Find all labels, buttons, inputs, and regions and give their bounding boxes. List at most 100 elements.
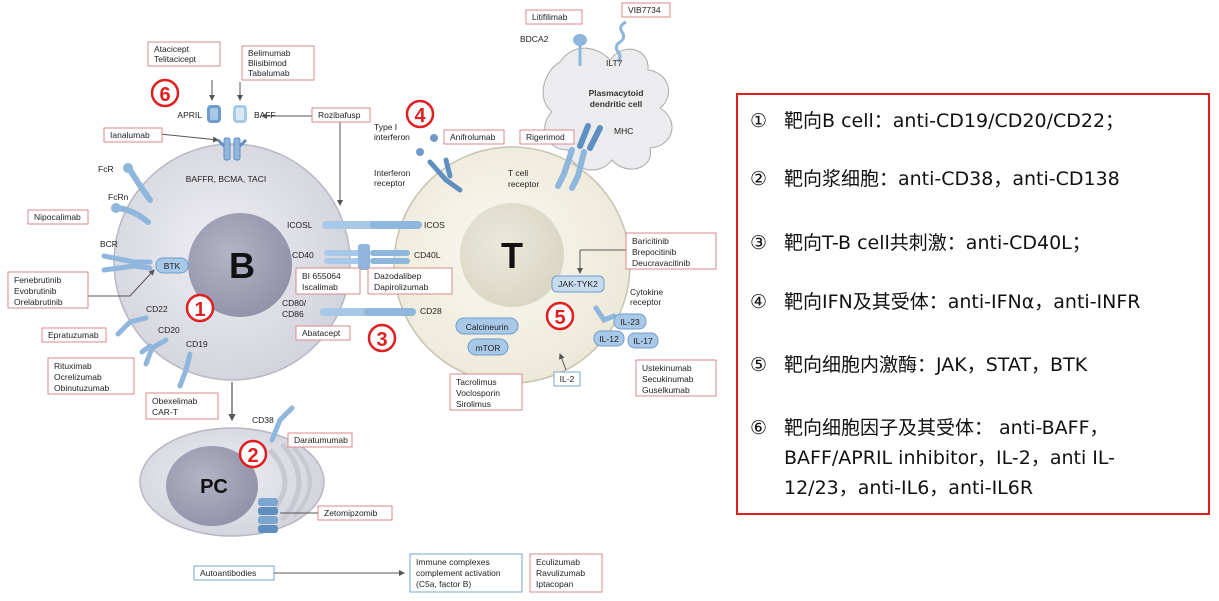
drug-zetomipzomib: Zetomipzomib bbox=[324, 508, 378, 518]
cd38-label: CD38 bbox=[252, 415, 274, 425]
drug-box-atacicept: Atacicept Telitacicept bbox=[147, 41, 221, 67]
legend-num: ⑥ bbox=[750, 417, 768, 439]
er-fold-2 bbox=[280, 442, 302, 522]
legend-num: ① bbox=[750, 110, 768, 132]
drug-ianalumab: Ianalumab bbox=[110, 130, 150, 140]
drug-box-belimumab: Belimumab Blisibimod Tabalumab bbox=[241, 45, 315, 81]
fcr-receptor-icon bbox=[123, 163, 153, 203]
drug-tacrolimus: Tacrolimus bbox=[456, 377, 497, 387]
drug-box-rozibafusp: Rozibafusp bbox=[311, 107, 371, 123]
marker-5: 5 bbox=[545, 301, 575, 331]
drug-rozibafusp: Rozibafusp bbox=[318, 110, 361, 120]
cd28-label: CD28 bbox=[420, 306, 442, 316]
t-cell-nucleus bbox=[460, 203, 564, 307]
cd80-label-1: CD80/ bbox=[282, 298, 307, 308]
drug-box-zetomipzomib: Zetomipzomib bbox=[317, 505, 393, 521]
drug-vib7734: VIB7734 bbox=[628, 5, 661, 15]
b-cell-label: B bbox=[229, 245, 255, 286]
legend-text: 12/23，anti-IL6，anti-IL6R bbox=[784, 477, 1034, 499]
cd40-label: CD40 bbox=[292, 250, 314, 260]
bcr-receptor-icon bbox=[101, 253, 153, 273]
il23-label: IL-23 bbox=[620, 317, 640, 327]
marker-1: 1 bbox=[185, 293, 215, 323]
calcineurin-label: Calcineurin bbox=[466, 322, 509, 332]
drug-dapirolizumab: Dapirolizumab bbox=[374, 282, 429, 292]
legend-item-2: ② 靶向浆细胞：anti-CD38，anti-CD138 bbox=[750, 165, 1200, 194]
legend-num: ⑤ bbox=[750, 354, 768, 376]
cd19-label: CD19 bbox=[186, 339, 208, 349]
legend-num: ② bbox=[750, 168, 768, 190]
immune-label-2: complement activation bbox=[416, 568, 501, 578]
cytokine-label-2: receptor bbox=[630, 297, 661, 307]
drug-box-vib7734: VIB7734 bbox=[621, 2, 671, 18]
drug-daratumumab: Daratumumab bbox=[294, 435, 348, 445]
drug-ravulizumab: Ravulizumab bbox=[536, 568, 585, 578]
drug-evobrutinib: Evobrutinib bbox=[14, 286, 57, 296]
legend-num: ③ bbox=[750, 232, 768, 254]
type1-label-2: interferon bbox=[374, 132, 410, 142]
immune-label-1: Immune complexes bbox=[416, 557, 490, 567]
legend-text: 靶向IFN及其受体：anti-IFNα，anti-INFR bbox=[784, 291, 1141, 313]
ianalumab-arrow bbox=[159, 133, 219, 143]
drug-atacicept: Atacicept bbox=[154, 44, 190, 54]
marker-3: 3 bbox=[367, 323, 397, 353]
drug-box-daratumumab: Daratumumab bbox=[287, 432, 353, 448]
drug-telitacicept: Telitacicept bbox=[154, 54, 197, 64]
cd40l-label: CD40L bbox=[414, 250, 441, 260]
tcr-label-1: T cell bbox=[508, 168, 528, 178]
il12-label: IL-12 bbox=[599, 334, 619, 344]
icosl-label: ICOSL bbox=[287, 220, 313, 230]
legend-text: BAFF/APRIL inhibitor，IL-2，anti IL- bbox=[784, 447, 1116, 469]
ifnr-receptor-icon bbox=[427, 157, 463, 193]
drug-ustekinumab: Ustekinumab bbox=[642, 363, 692, 373]
ilt7-receptor-icon bbox=[614, 20, 627, 63]
mhc-icon bbox=[577, 123, 603, 151]
drug-box-il: Ustekinumab Secukinumab Guselkumab bbox=[635, 359, 717, 397]
type1-label-1: Type I bbox=[374, 122, 397, 132]
marker-2: 2 bbox=[238, 439, 268, 469]
drug-box-complement: Eculizumab Ravulizumab Iptacopan bbox=[529, 553, 603, 593]
drug-nipocalimab: Nipocalimab bbox=[34, 212, 81, 222]
il23-pill bbox=[613, 313, 647, 330]
cd22-receptor-icon bbox=[115, 315, 149, 337]
drug-litifilimab: Litifilimab bbox=[532, 12, 568, 22]
drug-iptacopan: Iptacopan bbox=[536, 579, 574, 589]
cytokine-receptor-icon bbox=[593, 305, 617, 324]
baffr-receptor-icon bbox=[216, 137, 248, 161]
autoantibodies-box: Autoantibodies bbox=[193, 565, 275, 581]
legend-text: 靶向浆细胞：anti-CD38，anti-CD138 bbox=[784, 168, 1120, 190]
il17-pill bbox=[627, 332, 659, 349]
tcr-receptor-icon bbox=[555, 147, 587, 191]
drug-box-litifilimab: Litifilimab bbox=[525, 9, 583, 25]
drug-obinutuzumab: Obinutuzumab bbox=[54, 383, 110, 393]
ifnr-label-2: receptor bbox=[374, 178, 405, 188]
plasma-cell-nucleus bbox=[166, 446, 258, 526]
cd20-receptor-icon bbox=[139, 337, 169, 367]
drug-ocrelizumab: Ocrelizumab bbox=[54, 372, 102, 382]
svg-text:6: 6 bbox=[159, 84, 170, 106]
legend-text: 靶向细胞内激酶：JAK，STAT，BTK bbox=[784, 354, 1088, 376]
jak-pill bbox=[551, 275, 605, 293]
drug-rituximab: Rituximab bbox=[54, 361, 92, 371]
baff-label: BAFF bbox=[254, 110, 276, 120]
icos-pair-icon bbox=[322, 221, 422, 229]
drug-guselkumab: Guselkumab bbox=[642, 385, 690, 395]
drug-bi655064: BI 655064 bbox=[302, 271, 341, 281]
svg-text:1: 1 bbox=[194, 299, 205, 321]
svg-text:3: 3 bbox=[376, 329, 387, 351]
il12-pill bbox=[593, 330, 625, 347]
bcr-label: BCR bbox=[100, 239, 118, 249]
cd40-pair-icon bbox=[324, 244, 410, 270]
drug-obexelimab: Obexelimab bbox=[152, 396, 198, 406]
il2-box: IL-2 bbox=[553, 371, 581, 387]
pdc-label-2: dendritic cell bbox=[590, 99, 642, 109]
drug-box-abatacept: Abatacept bbox=[295, 325, 351, 341]
il2-arrow bbox=[558, 353, 567, 371]
legend-item-5: ⑤ 靶向细胞内激酶：JAK，STAT，BTK bbox=[750, 351, 1200, 380]
drug-box-calcineurin: Tacrolimus Voclosporin Sirolimus bbox=[449, 373, 523, 411]
cd28-pair-icon bbox=[320, 308, 416, 316]
drug-orelabrutinib: Orelabrutinib bbox=[14, 297, 63, 307]
